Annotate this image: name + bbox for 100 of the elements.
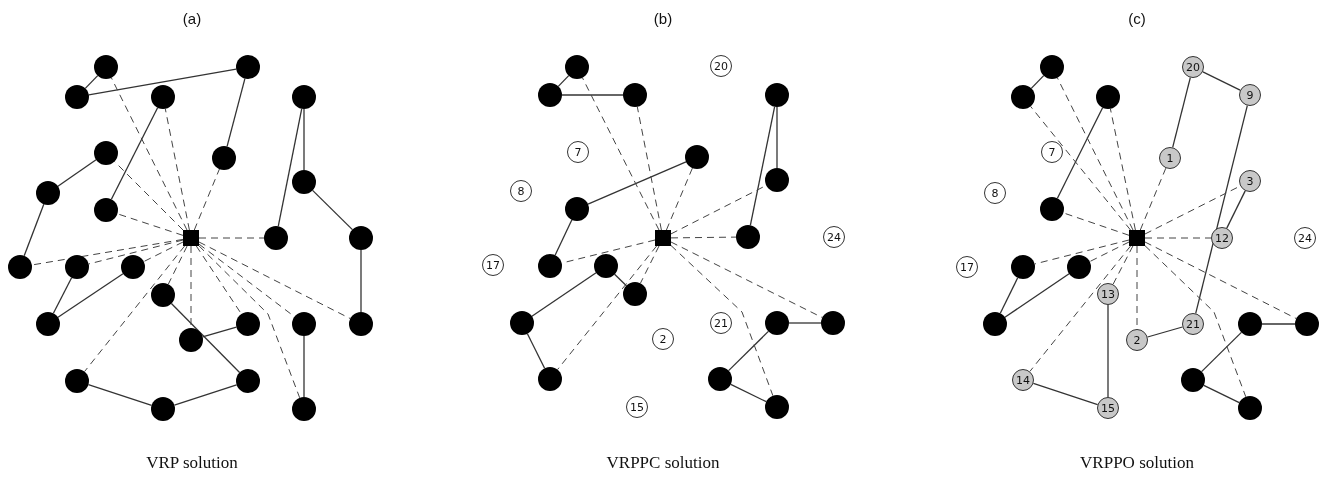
customer-dot xyxy=(151,397,175,421)
customer-dot xyxy=(8,255,32,279)
customer-dot xyxy=(36,181,60,205)
customer-dot xyxy=(292,397,316,421)
connector-line xyxy=(57,159,97,187)
customer-dot xyxy=(538,254,562,278)
customer-dot xyxy=(121,255,145,279)
customer-dot xyxy=(1040,197,1064,221)
customer-dot xyxy=(708,367,732,391)
connector-line xyxy=(531,272,597,317)
numbered-circle: 15 xyxy=(626,396,648,418)
customer-dot xyxy=(736,225,760,249)
connector-line xyxy=(23,203,45,257)
numbered-circle: 14 xyxy=(1012,369,1034,391)
customer-dot xyxy=(1238,396,1262,420)
customer-dot xyxy=(623,83,647,107)
connector-line xyxy=(226,77,246,148)
connector-line xyxy=(1004,273,1070,318)
connector-line xyxy=(788,322,822,324)
numbered-circle: 1 xyxy=(1159,147,1181,169)
dashed-connector xyxy=(31,238,184,266)
customer-dot xyxy=(1011,85,1035,109)
panel-letter: (b) xyxy=(653,9,673,27)
connector-line xyxy=(1203,384,1240,404)
customer-dot xyxy=(1096,85,1120,109)
customer-dot xyxy=(212,146,236,170)
connector-line xyxy=(57,273,124,318)
customer-dot xyxy=(349,312,373,336)
dashed-connector xyxy=(1144,245,1247,398)
connector-line xyxy=(1200,331,1243,373)
numbered-circle: 7 xyxy=(567,141,589,163)
customer-dot xyxy=(292,312,316,336)
dashed-connector xyxy=(167,245,188,285)
dashed-connector xyxy=(1144,241,1297,320)
numbered-circle: 17 xyxy=(956,256,978,278)
connector-line xyxy=(87,384,153,406)
customer-dot xyxy=(236,312,260,336)
connector-line xyxy=(727,330,770,372)
dashed-connector xyxy=(198,241,351,320)
numbered-circle: 12 xyxy=(1211,227,1233,249)
customer-dot xyxy=(65,85,89,109)
customer-dot xyxy=(236,369,260,393)
numbered-circle: 24 xyxy=(823,226,845,248)
customer-dot xyxy=(565,55,589,79)
connector-line xyxy=(52,277,73,314)
connector-line xyxy=(561,94,624,96)
dashed-connector xyxy=(116,213,184,236)
dashed-connector xyxy=(1144,237,1212,239)
dashed-connector xyxy=(84,245,186,373)
panel-letter: (a) xyxy=(182,9,202,27)
numbered-circle: 8 xyxy=(510,180,532,202)
customer-dot xyxy=(292,170,316,194)
dashed-connector xyxy=(198,237,265,239)
customer-dot xyxy=(510,311,534,335)
customer-dot xyxy=(765,395,789,419)
connector-line xyxy=(170,302,241,374)
connector-line xyxy=(557,74,570,88)
connector-line xyxy=(1146,326,1184,338)
dashed-connector xyxy=(1109,108,1136,231)
customer-dot xyxy=(765,83,789,107)
customer-dot xyxy=(292,85,316,109)
connector-line xyxy=(1226,190,1246,229)
customer-dot xyxy=(623,282,647,306)
panel-letter: (c) xyxy=(1128,9,1146,27)
numbered-circle: 20 xyxy=(1182,56,1204,78)
dashed-connector xyxy=(1056,77,1134,231)
dashed-connector xyxy=(1030,105,1131,231)
dashed-connector xyxy=(581,77,660,231)
customer-dot xyxy=(538,83,562,107)
customer-dot xyxy=(151,85,175,109)
connector-line xyxy=(84,74,99,90)
customer-dot xyxy=(1067,255,1091,279)
customer-dot xyxy=(65,255,89,279)
numbered-circle: 3 xyxy=(1239,170,1261,192)
connector-line xyxy=(110,107,159,200)
depot-square xyxy=(183,230,199,246)
connector-line xyxy=(1172,77,1191,148)
depot-square xyxy=(655,230,671,246)
connector-line xyxy=(526,333,546,369)
numbered-circle: 20 xyxy=(710,55,732,77)
panel-caption: VRPPO solution xyxy=(1080,453,1194,473)
customer-dot xyxy=(983,312,1007,336)
panel-caption: VRPPC solution xyxy=(606,453,720,473)
dashed-connector xyxy=(193,168,220,231)
connector-line xyxy=(776,106,778,169)
numbered-circle: 15 xyxy=(1097,397,1119,419)
customer-dot xyxy=(36,312,60,336)
dashed-connector xyxy=(1029,245,1132,372)
dashed-connector xyxy=(143,241,184,263)
connector-line xyxy=(587,161,687,205)
connector-line xyxy=(1032,382,1099,406)
dashed-connector xyxy=(1112,245,1134,285)
customer-dot xyxy=(179,328,203,352)
connector-line xyxy=(613,273,628,287)
numbered-circle: 8 xyxy=(984,182,1006,204)
dashed-connector xyxy=(198,245,301,399)
customer-dot xyxy=(94,141,118,165)
customer-dot xyxy=(349,226,373,250)
connector-line xyxy=(1056,107,1104,199)
connector-line xyxy=(1107,304,1109,398)
